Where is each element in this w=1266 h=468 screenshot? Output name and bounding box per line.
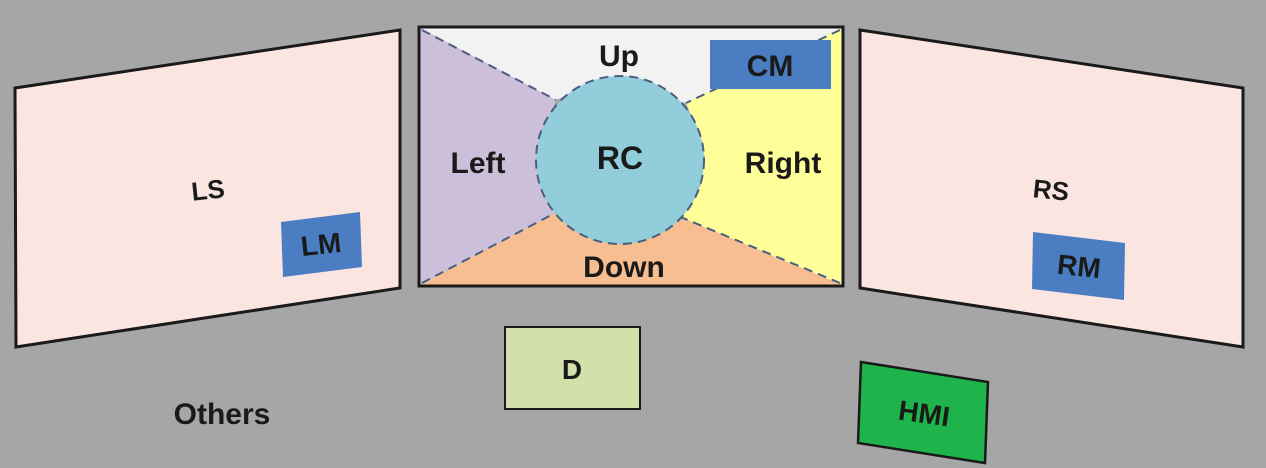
right-mirror-box [1032, 232, 1125, 300]
right-mirror-label: RM [1056, 249, 1103, 284]
hmi-label: HMI [896, 395, 951, 433]
divider-top-left [421, 29, 557, 101]
up-label: Up [599, 40, 639, 73]
center-mirror-label: CM [747, 50, 794, 83]
center-mirror-box [710, 40, 831, 89]
left-label: Left [451, 147, 506, 180]
down-region [420, 212, 842, 285]
divider-top-right [685, 29, 841, 104]
left-screen-label: LS [190, 173, 226, 206]
right-screen-label: RS [1031, 173, 1070, 207]
others-label: Others [174, 398, 271, 431]
left-region [420, 28, 557, 285]
divider-bottom-left [421, 211, 558, 284]
center-circle [535, 75, 705, 245]
right-label: Right [745, 147, 822, 180]
d-label: D [562, 354, 582, 385]
left-mirror-label: LM [299, 227, 342, 262]
right-region [678, 28, 842, 285]
d-box [504, 326, 641, 410]
hmi-box [856, 360, 990, 465]
down-label: Down [583, 251, 665, 284]
center-label: RC [597, 140, 643, 176]
center-screen-border [417, 25, 845, 288]
left-mirror-box [281, 212, 362, 277]
right-screen [858, 28, 1245, 349]
